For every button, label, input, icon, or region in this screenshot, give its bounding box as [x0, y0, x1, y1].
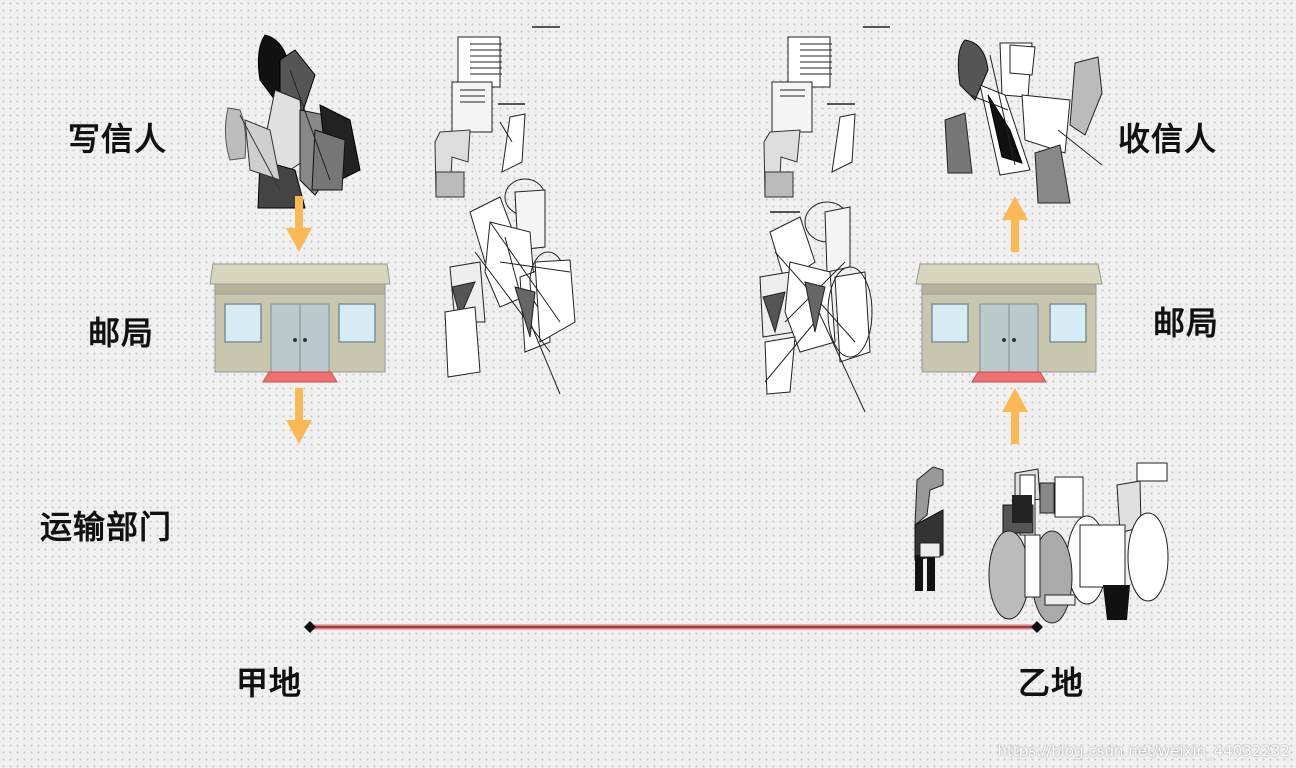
route-end-marker — [1031, 621, 1043, 633]
arrow-up-to-receiver — [1002, 196, 1028, 252]
place-a-label: 甲地 — [236, 664, 303, 702]
place-b-label: 乙地 — [1018, 664, 1085, 702]
receiver-figure — [944, 39, 1103, 204]
sender-label: 写信人 — [68, 120, 168, 158]
watermark: https://blog.csdn.net/weixin_44032232 — [997, 742, 1290, 760]
post-office-left-building — [209, 263, 391, 383]
route-start-marker — [304, 621, 316, 633]
receiver-label: 收信人 — [1118, 120, 1218, 158]
arrow-up-to-post-office — [1002, 388, 1028, 444]
arrow-down-to-transport — [286, 388, 312, 444]
post-office-right-building — [915, 263, 1103, 383]
route-line — [304, 621, 1043, 633]
arrow-down-to-post-office — [286, 196, 312, 252]
delivery-vehicle-figure — [914, 462, 1169, 624]
transport-department-label: 运输部门 — [40, 508, 173, 546]
postal-worker-right-figure — [759, 26, 890, 413]
post-office-right-label: 邮局 — [1153, 304, 1220, 342]
postal-worker-left-figure — [434, 26, 576, 395]
sender-figure — [224, 34, 361, 209]
post-office-left-label: 邮局 — [88, 314, 155, 352]
